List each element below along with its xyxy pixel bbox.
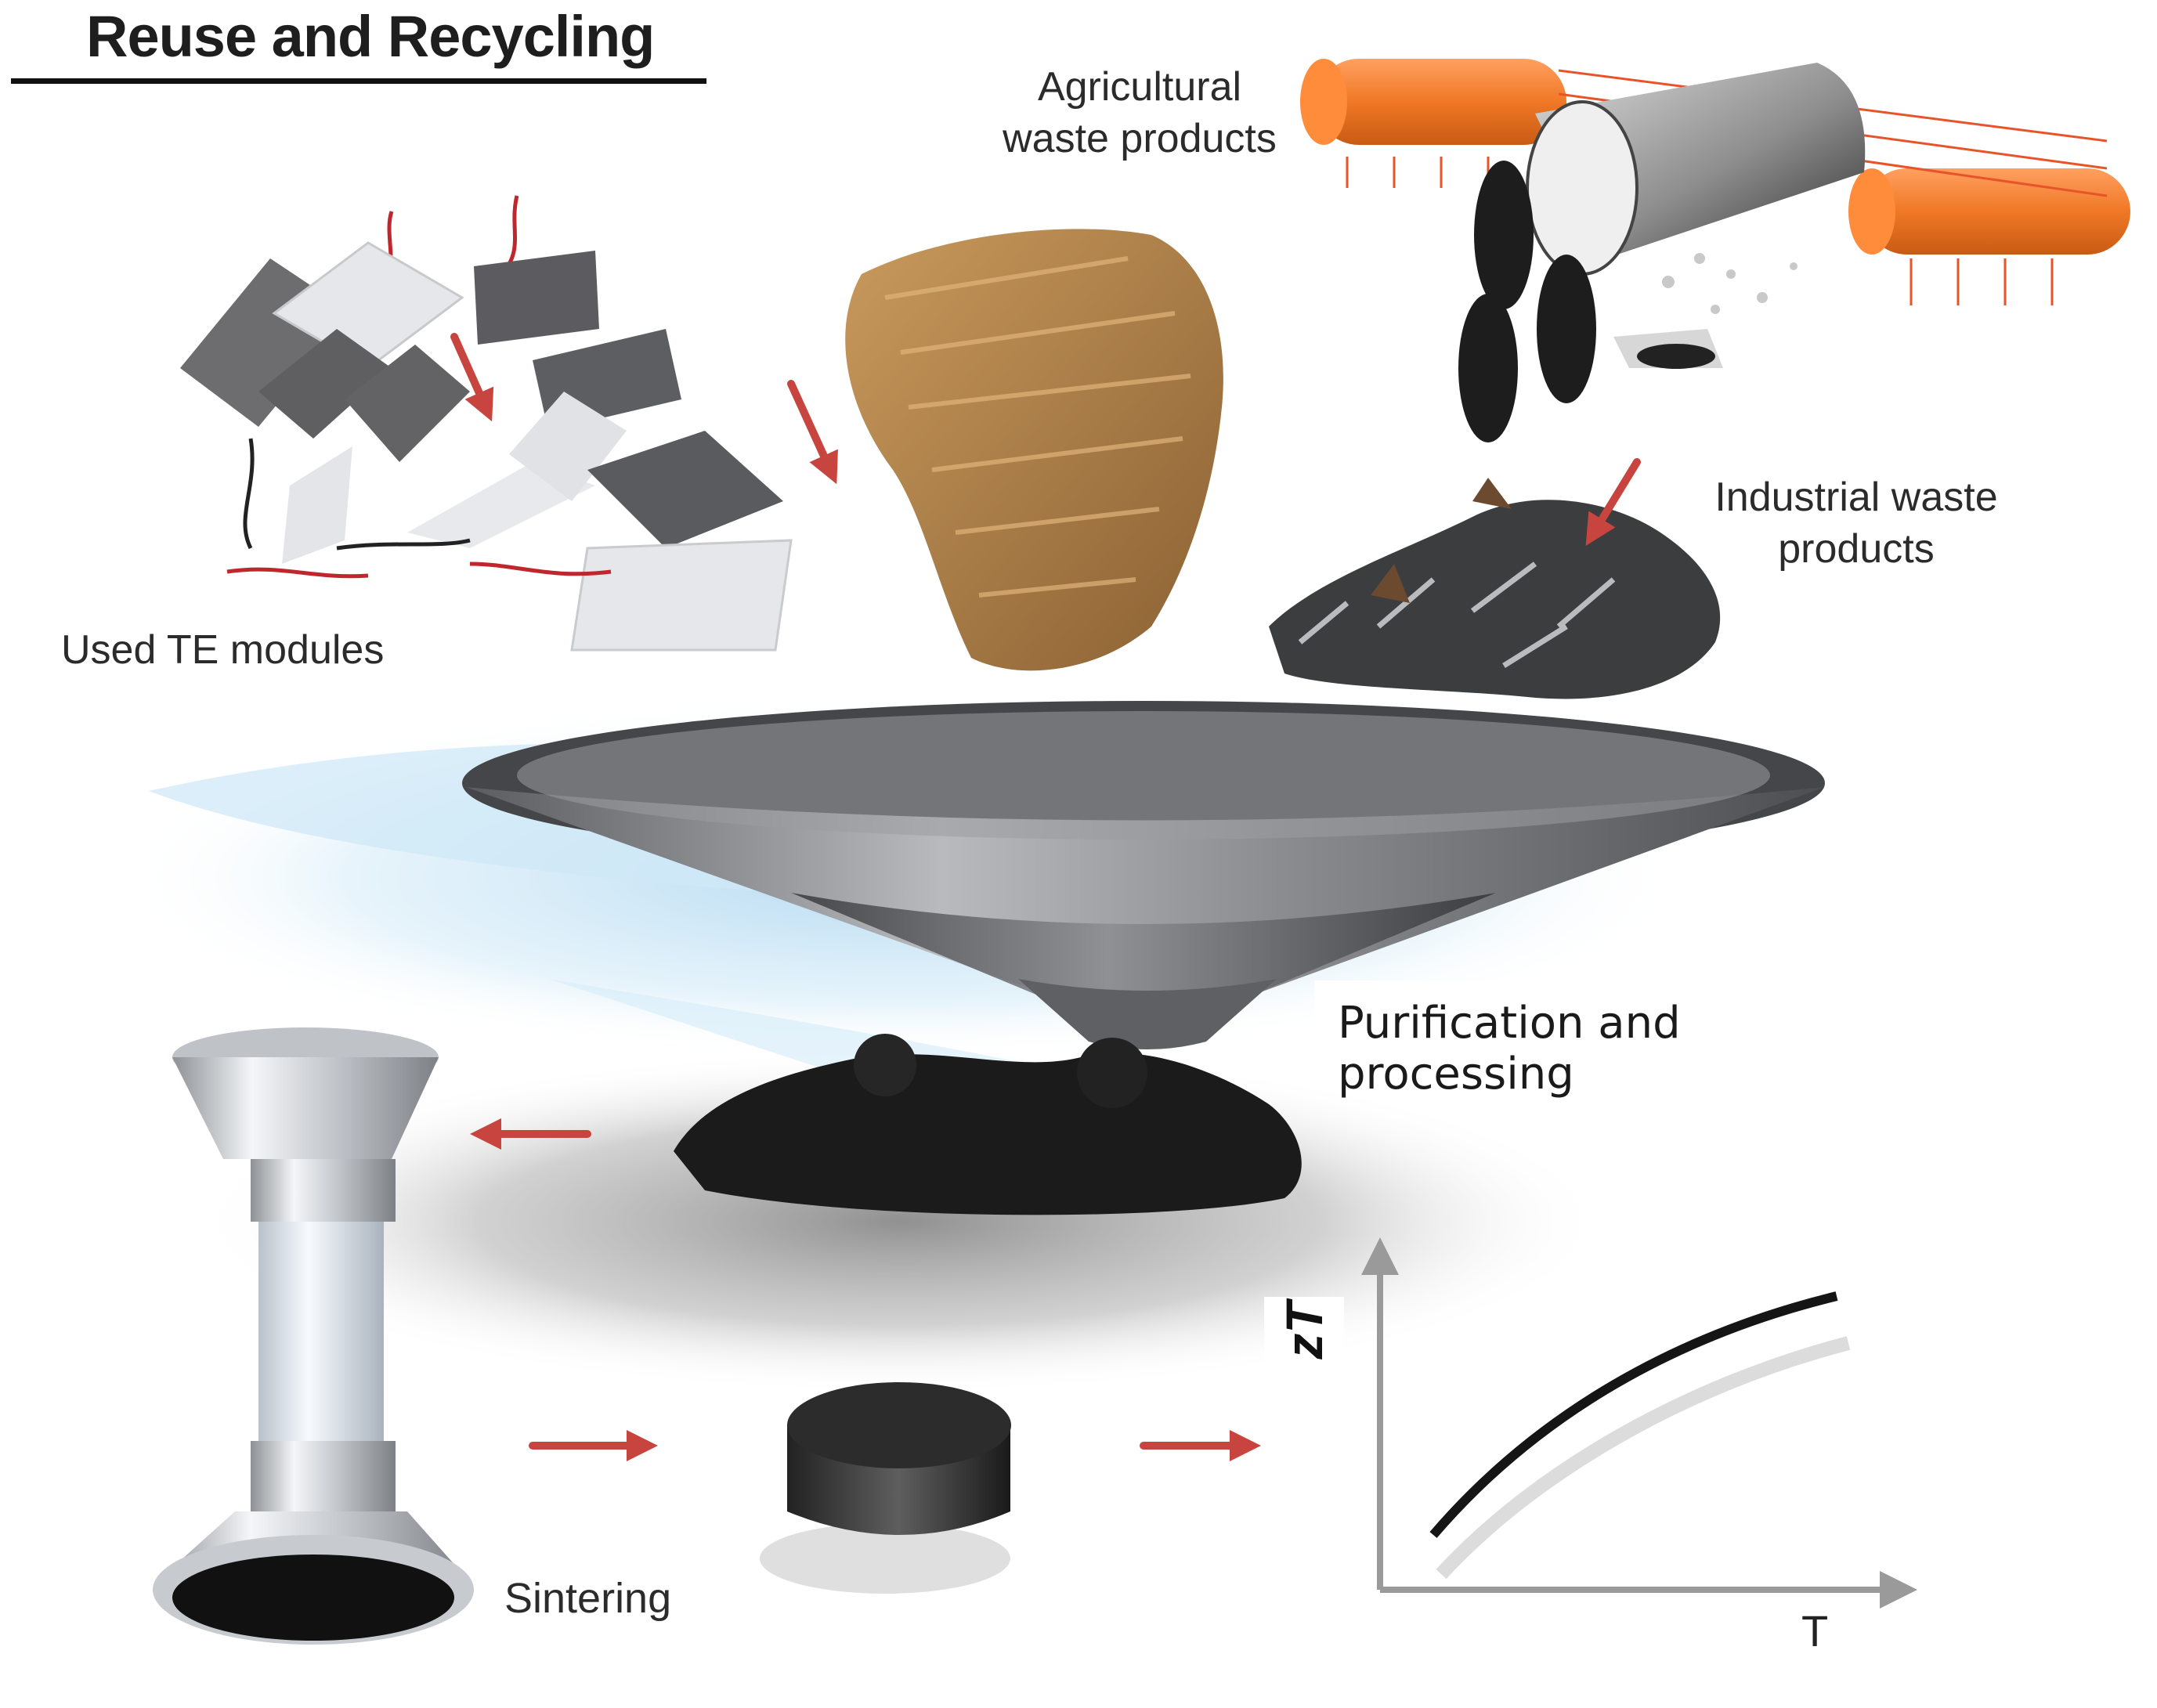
label-purification-box: Purification and processing	[1314, 980, 1894, 1100]
zt-curve	[1429, 1291, 1838, 1538]
label-used-te-modules: Used TE modules	[61, 627, 385, 673]
roller-machine	[1300, 59, 2130, 442]
label-agricultural-line2: waste products	[1003, 116, 1277, 161]
label-sintering: Sintering	[504, 1575, 672, 1622]
label-industrial-waste: Industrial waste products	[1684, 471, 2029, 575]
chart-x-axis-label: T	[1801, 1606, 1829, 1656]
label-agricultural-line1: Agricultural	[1037, 64, 1242, 110]
zt-chart	[1361, 1237, 1917, 1609]
industrial-waste	[1269, 478, 1721, 699]
used-te-modules	[180, 195, 793, 652]
label-industrial-line1: Industrial waste	[1714, 475, 1998, 520]
label-agricultural-waste: Agricultural waste products	[983, 61, 1296, 164]
flow-arrows	[450, 333, 1641, 1461]
sintered-pellet	[760, 1382, 1011, 1594]
label-purification: Purification and processing	[1338, 998, 1681, 1100]
funnel	[462, 701, 1825, 1049]
powder-pile	[674, 1034, 1302, 1215]
chart-y-axis-label: zT	[1264, 1297, 1344, 1364]
sintering-press	[153, 1027, 474, 1645]
title-underline	[11, 78, 706, 84]
zt-curve-shadow	[1436, 1336, 1851, 1580]
label-industrial-line2: products	[1778, 526, 1935, 572]
page-title: Reuse and Recycling	[86, 4, 655, 69]
agricultural-straw	[845, 229, 1223, 671]
